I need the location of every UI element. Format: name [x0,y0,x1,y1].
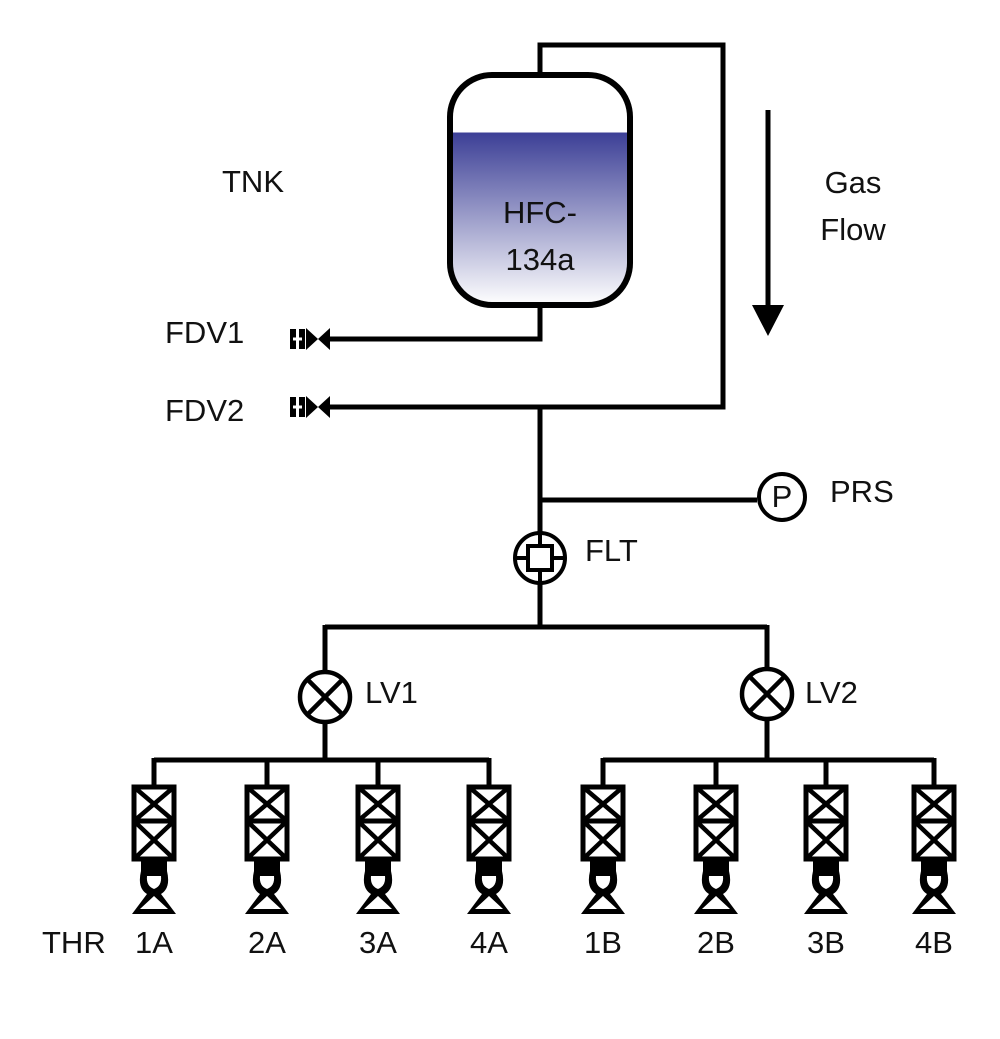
flt-label: FLT [585,533,638,568]
thruster-3b-icon [803,784,849,914]
lv1-label: LV1 [365,675,418,710]
thruster-3a-label: 3A [359,925,397,960]
pressure-sensor-symbol: P [772,479,793,514]
thruster-2a-label: 2A [248,925,286,960]
tank-fluid-label-line2: 134a [506,242,576,277]
tank: HFC- 134a [447,72,633,308]
thruster-row-label: THR [42,925,106,960]
thruster-1a-icon [131,784,177,914]
thruster-group: 1A 2A 3A 4A 1B 2B 3B 4B [131,784,957,960]
thruster-3a-icon [355,784,401,914]
thruster-1b-icon [580,784,626,914]
down-arrow-icon [752,110,784,336]
lv1-valve-icon [297,669,353,725]
fdv2-label: FDV2 [165,393,244,428]
thruster-4b-icon [911,784,957,914]
piping [151,42,937,787]
thruster-3b-label: 3B [807,925,845,960]
fdv2-valve-icon [290,396,330,418]
filter-icon [513,531,567,585]
tank-label: TNK [222,164,284,199]
tank-bottom-line [330,305,543,342]
fdv1-label: FDV1 [165,315,244,350]
gas-flow-label-line2: Flow [820,212,886,247]
fdv1-valve-icon [290,328,330,350]
thruster-1b-label: 1B [584,925,622,960]
thruster-2b-icon [693,784,739,914]
prs-label: PRS [830,474,894,509]
pressure-sensor-icon: P [757,472,807,522]
tank-top-line [330,42,726,410]
tank-fluid-fill [450,132,630,305]
thruster-1a-label: 1A [135,925,173,960]
thruster-4a-label: 4A [470,925,508,960]
tank-fluid-label-line1: HFC- [503,195,577,230]
thruster-2a-icon [244,784,290,914]
thruster-4b-label: 4B [915,925,953,960]
lv2-label: LV2 [805,675,858,710]
thruster-4a-icon [466,784,512,914]
thruster-2b-label: 2B [697,925,735,960]
lv2-valve-icon [739,666,795,722]
gas-flow-label-line1: Gas [825,165,882,200]
tank-outline [447,72,633,308]
